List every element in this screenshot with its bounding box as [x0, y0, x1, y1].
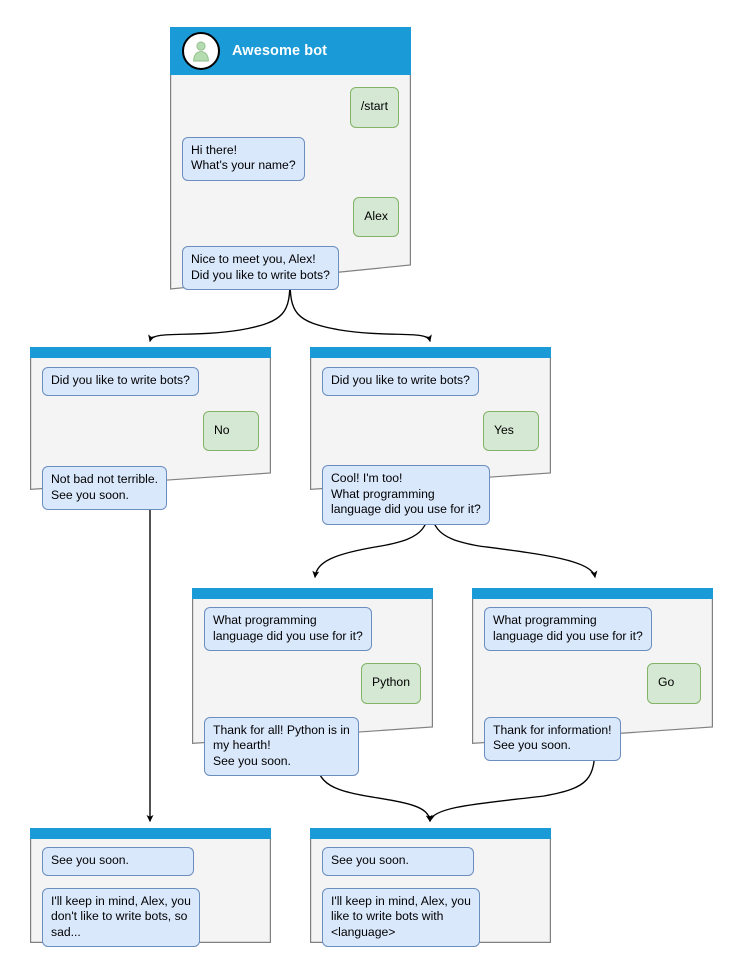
node-branch-yes[interactable]: Did you like to write bots? Yes Cool! I'… [310, 347, 551, 525]
message-row: What programming language did you use fo… [484, 607, 701, 651]
message-row: Did you like to write bots? [42, 367, 259, 396]
node-content: Did you like to write bots? No Not bad n… [30, 347, 271, 519]
bot-message-bubble: See you soon. [42, 847, 194, 876]
user-message-bubble: No [203, 410, 259, 451]
message-row: Thank for all! Python is in my hearth! S… [204, 716, 421, 776]
node-content: What programming language did you use fo… [472, 588, 713, 770]
node-content: See you soon. I'll keep in mind, Alex, y… [30, 828, 271, 956]
person-avatar-icon [182, 32, 220, 70]
message-row: See you soon. [42, 847, 259, 876]
node-header-bar [192, 588, 433, 599]
node-branch-no[interactable]: Did you like to write bots? No Not bad n… [30, 347, 271, 510]
message-row: Go [484, 663, 701, 704]
chat-transcript: /start Hi there! What's your name? Alex … [170, 75, 411, 290]
bot-message-bubble: Not bad not terrible. See you soon. [42, 466, 168, 510]
node-header-bar [472, 588, 713, 599]
bot-message-bubble: See you soon. [322, 847, 474, 876]
chat-transcript: Did you like to write bots? No Not bad n… [30, 358, 271, 510]
bot-message-bubble: Hi there! What's your name? [182, 136, 305, 181]
node-root-awesome-bot[interactable]: Awesome bot /start Hi there! What's your… [170, 27, 411, 290]
bot-message-bubble: I'll keep in mind, Alex, you don't like … [42, 887, 200, 947]
node-end-happy[interactable]: See you soon. I'll keep in mind, Alex, y… [310, 828, 551, 947]
bot-message-bubble: What programming language did you use fo… [484, 607, 652, 651]
message-row: No [42, 410, 259, 451]
user-message-bubble: Alex [353, 196, 399, 237]
message-row: Python [204, 663, 421, 704]
message-row: See you soon. [322, 847, 539, 876]
bot-message-bubble: What programming language did you use fo… [204, 607, 372, 651]
message-row: Not bad not terrible. See you soon. [42, 466, 259, 510]
bot-title: Awesome bot [232, 43, 328, 59]
bot-message-bubble: Thank for information! See you soon. [484, 716, 621, 761]
message-row: What programming language did you use fo… [204, 607, 421, 651]
chat-transcript: See you soon. I'll keep in mind, Alex, y… [30, 839, 271, 947]
message-row: Cool! I'm too! What programming language… [322, 465, 539, 525]
node-end-sad[interactable]: See you soon. I'll keep in mind, Alex, y… [30, 828, 271, 947]
bot-message-bubble: Cool! I'm too! What programming language… [322, 465, 490, 525]
message-row: Alex [182, 196, 399, 237]
chat-transcript: What programming language did you use fo… [472, 599, 713, 761]
message-row: I'll keep in mind, Alex, you like to wri… [322, 887, 539, 947]
chat-transcript: What programming language did you use fo… [192, 599, 433, 776]
node-content: What programming language did you use fo… [192, 588, 433, 785]
message-row: I'll keep in mind, Alex, you don't like … [42, 887, 259, 947]
node-header-bar [310, 828, 551, 839]
node-header-bar [30, 347, 271, 358]
node-content: See you soon. I'll keep in mind, Alex, y… [310, 828, 551, 956]
node-content: Awesome bot /start Hi there! What's your… [170, 27, 411, 299]
message-row: Thank for information! See you soon. [484, 716, 701, 761]
node-content: Did you like to write bots? Yes Cool! I'… [310, 347, 551, 534]
user-message-bubble: Go [647, 663, 701, 704]
bot-message-bubble: Did you like to write bots? [42, 367, 199, 396]
message-row: Nice to meet you, Alex! Did you like to … [182, 246, 399, 290]
bot-message-bubble: Thank for all! Python is in my hearth! S… [204, 716, 359, 776]
message-row: Yes [322, 410, 539, 451]
bot-message-bubble: I'll keep in mind, Alex, you like to wri… [322, 887, 480, 947]
node-header-bar [310, 347, 551, 358]
user-message-bubble: Yes [483, 410, 539, 451]
node-branch-python[interactable]: What programming language did you use fo… [192, 588, 433, 776]
chat-transcript: Did you like to write bots? Yes Cool! I'… [310, 358, 551, 525]
node-header-bar [30, 828, 271, 839]
bot-message-bubble: Did you like to write bots? [322, 367, 479, 396]
chat-transcript: See you soon. I'll keep in mind, Alex, y… [310, 839, 551, 947]
node-branch-go[interactable]: What programming language did you use fo… [472, 588, 713, 761]
user-message-bubble: /start [349, 87, 399, 128]
message-row: Did you like to write bots? [322, 367, 539, 396]
node-header-bar: Awesome bot [170, 27, 411, 75]
bot-message-bubble: Nice to meet you, Alex! Did you like to … [182, 246, 339, 290]
message-row: Hi there! What's your name? [182, 136, 399, 181]
message-row: /start [182, 87, 399, 128]
user-message-bubble: Python [361, 663, 421, 704]
